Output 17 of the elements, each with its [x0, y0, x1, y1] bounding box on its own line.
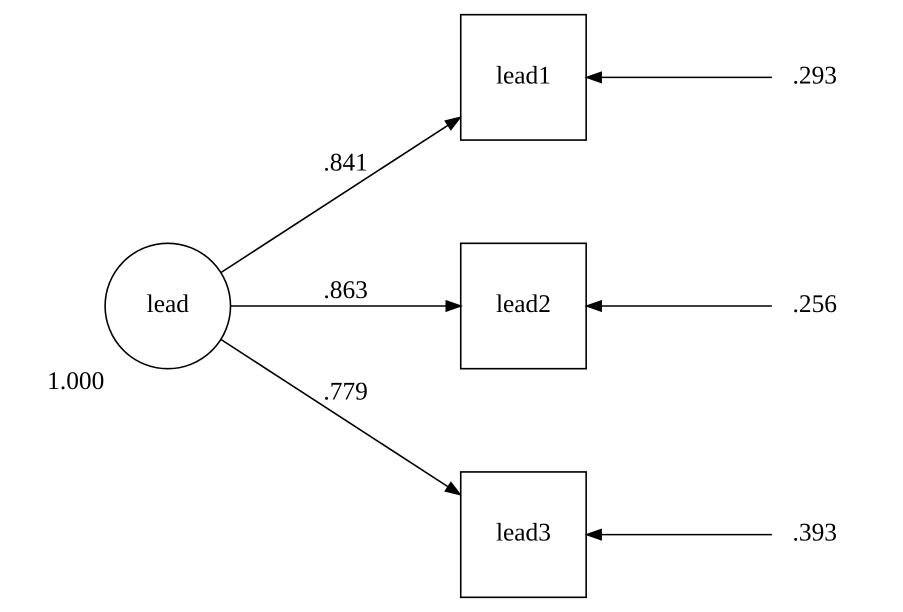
node-circle: lead	[104, 242, 231, 370]
arrow	[584, 528, 772, 541]
node-label: 1.000	[46, 367, 104, 396]
edge-label: .779	[322, 377, 368, 406]
edge-label: .841	[322, 148, 368, 177]
arrow	[584, 71, 772, 84]
node-box: lead2	[459, 242, 586, 370]
node-box: lead1	[459, 14, 586, 141]
node-text: .256	[792, 290, 836, 318]
arrow	[220, 339, 462, 496]
arrow	[584, 300, 772, 312]
arrow	[230, 300, 462, 312]
edge-label: .863	[322, 276, 368, 304]
node-text: .393	[792, 518, 836, 547]
node-text: .293	[792, 61, 836, 90]
arrow	[220, 116, 462, 273]
node-box: lead3	[459, 471, 586, 598]
